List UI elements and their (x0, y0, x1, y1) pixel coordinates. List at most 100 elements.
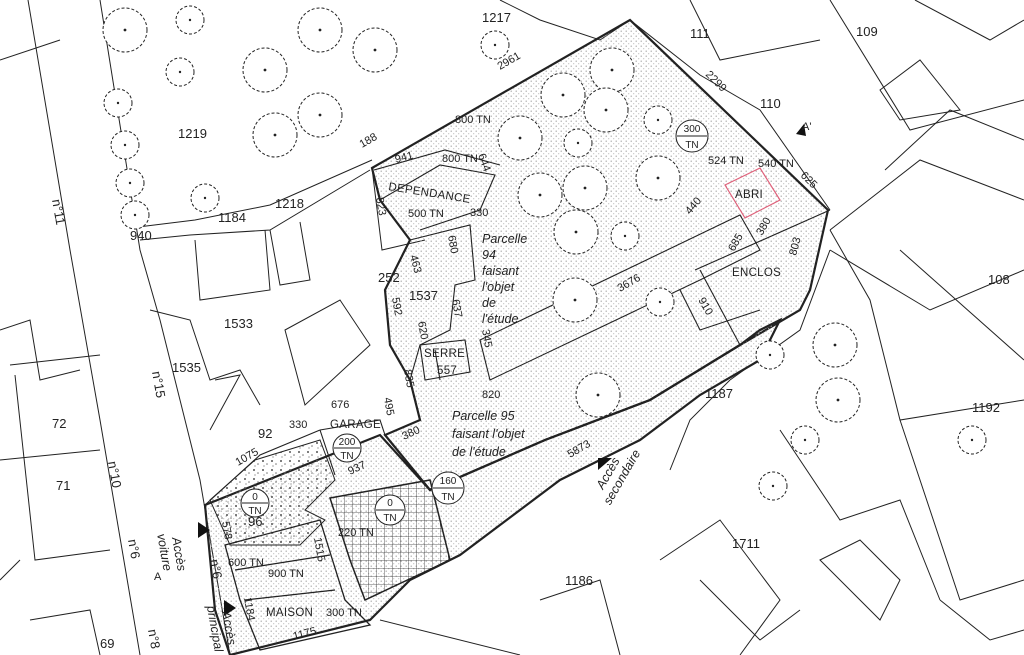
level-marker-0-gravel: 0 TN (240, 488, 270, 518)
svg-text:TN: TN (248, 506, 261, 517)
parcel-1535: 1535 (172, 360, 201, 375)
level-marker-200: 200 TN (332, 433, 362, 463)
street-number-11: n°11 (49, 198, 68, 226)
enclos-label: ENCLOS (732, 267, 781, 279)
svg-text:0: 0 (387, 498, 393, 509)
level-marker-160: 160 TN (431, 471, 465, 505)
svg-text:300: 300 (684, 124, 701, 135)
svg-text:820: 820 (482, 389, 500, 401)
gravel-area (209, 439, 336, 546)
parcel-111: 111 (690, 26, 710, 41)
svg-text:578: 578 (219, 520, 234, 540)
svg-text:200: 200 (339, 437, 356, 448)
parcel-1218: 1218 (275, 196, 304, 211)
svg-text:TN: TN (441, 492, 454, 503)
svg-text:803: 803 (787, 236, 803, 257)
abri-outline (724, 167, 781, 219)
access-arrows (198, 124, 806, 616)
svg-text:TN: TN (383, 513, 396, 524)
svg-text:500 TN: 500 TN (408, 208, 444, 220)
parcel-69: 69 (100, 636, 114, 651)
svg-text:495: 495 (381, 396, 396, 416)
svg-text:300 TN: 300 TN (326, 607, 362, 619)
parcel-1217: 1217 (482, 10, 511, 25)
parcel-95-note: Parcelle 95 faisant l'objet de l'étude (452, 409, 525, 459)
svg-text:TN: TN (340, 451, 353, 462)
svg-text:540 TN: 540 TN (758, 158, 794, 170)
parcel-108: 108 (988, 272, 1010, 287)
level-marker-0-terrace: 0 TN (374, 494, 406, 526)
parcel-252: 252 (378, 270, 400, 285)
svg-text:de l'étude: de l'étude (452, 445, 506, 459)
abri-label: ABRI (735, 189, 763, 201)
svg-text:faisant: faisant (482, 264, 519, 278)
svg-text:800 TN: 800 TN (442, 153, 478, 165)
street-number-8: n°8 (145, 628, 163, 650)
svg-text:220 TN: 220 TN (338, 527, 374, 539)
parcel-72: 72 (52, 416, 66, 431)
maison-building (224, 519, 372, 651)
svg-text:faisant l'objet: faisant l'objet (452, 427, 525, 441)
svg-text:676: 676 (331, 399, 349, 411)
street-number-6-left: n°6 (125, 538, 143, 560)
garage-label: GARAGE (330, 419, 381, 431)
parcel-1187: 1187 (705, 386, 733, 401)
svg-text:Parcelle 95: Parcelle 95 (452, 409, 515, 423)
svg-text:1184: 1184 (241, 596, 257, 621)
svg-text:1515: 1515 (311, 536, 327, 562)
parcel-109: 109 (856, 24, 878, 39)
access-car-l2: voiture (154, 533, 174, 572)
svg-text:330: 330 (289, 419, 307, 431)
parcel-1184: 1184 (218, 210, 246, 225)
maison-label: MAISON (266, 607, 313, 619)
svg-text:l'objet: l'objet (482, 280, 515, 294)
svg-text:463: 463 (407, 254, 423, 275)
svg-text:l'étude: l'étude (482, 312, 518, 326)
street-number-10: n°10 (105, 460, 124, 489)
svg-text:600 TN: 600 TN (228, 557, 264, 569)
svg-text:835: 835 (401, 368, 416, 388)
svg-text:823: 823 (373, 196, 388, 216)
svg-text:800 TN: 800 TN (455, 114, 491, 126)
svg-text:345: 345 (479, 328, 494, 348)
street-numbers: n°11 n°15 n°10 n°6 n°6 n°8 (49, 198, 225, 650)
svg-text:94: 94 (482, 248, 496, 262)
parcel-110: 110 (760, 96, 781, 111)
svg-text:941: 941 (394, 150, 415, 166)
parcel-92: 92 (258, 426, 272, 441)
svg-text:680: 680 (445, 234, 460, 254)
parcel-96: 96 (248, 514, 262, 529)
svg-text:de: de (482, 296, 496, 310)
parcel-94-note: Parcelle 94 faisant l'objet de l'étude (482, 232, 527, 326)
terrace-grid (329, 479, 451, 602)
serre-label: SERRE (424, 348, 465, 360)
svg-text:0: 0 (252, 492, 258, 503)
parcel-1537: 1537 (409, 288, 438, 303)
svg-text:Parcelle: Parcelle (482, 232, 527, 246)
svg-text:644: 644 (475, 152, 493, 173)
svg-text:2299: 2299 (703, 69, 729, 95)
parcel-1533: 1533 (224, 316, 253, 331)
svg-text:188: 188 (358, 131, 380, 151)
svg-text:620: 620 (415, 320, 430, 340)
section-marker-a-prime: A' (802, 121, 811, 133)
parcel-95 (203, 317, 783, 655)
street-number-15: n°15 (149, 370, 168, 399)
svg-text:1175: 1175 (292, 625, 318, 643)
section-markers: A A' (154, 121, 811, 583)
serre-value: 557 (437, 365, 457, 377)
svg-text:524 TN: 524 TN (708, 155, 744, 167)
svg-text:TN: TN (685, 140, 698, 151)
street-number-6-right: n°6 (207, 558, 225, 580)
parcel-71: 71 (56, 478, 70, 493)
property-structures (204, 149, 831, 506)
svg-text:592: 592 (389, 296, 404, 316)
access-main-l1: Accès (219, 609, 239, 646)
parcel-1219: 1219 (178, 126, 207, 141)
svg-text:637: 637 (449, 298, 464, 318)
parcel-1186: 1186 (565, 573, 593, 588)
level-marker-300: 300 TN (675, 119, 709, 153)
level-labels: 800 TN 800 TN 524 TN 540 TN 500 TN 220 T… (228, 114, 794, 619)
